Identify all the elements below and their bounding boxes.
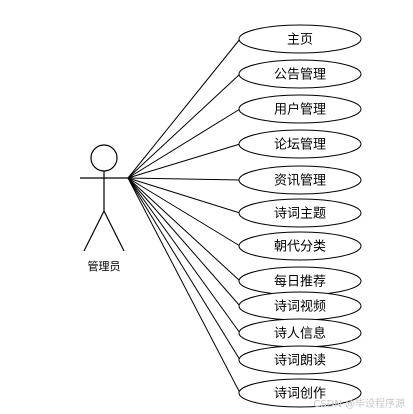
use-case-label: 公告管理 [274,68,326,83]
watermark: CSDN @毕设程序源 [313,397,405,410]
use-case-label: 每日推荐 [274,274,326,290]
use-case: 资讯管理 [238,165,362,195]
association-line [127,177,241,181]
use-case: 主页 [238,24,362,54]
use-case: 论坛管理 [238,129,362,159]
association-line [127,177,241,214]
actor-head [90,144,118,172]
use-case-label: 诗词朗读 [274,354,326,369]
use-case-ellipse [238,24,362,54]
use-case: 诗词主题 [238,198,362,228]
association-line [127,177,241,361]
use-case-ellipse [238,165,362,195]
use-case-label: 论坛管理 [274,138,326,153]
association-line [127,177,241,394]
use-case: 用户管理 [238,94,362,124]
use-case-label: 朝代分类 [274,240,326,255]
use-case: 诗词朗读 [238,345,362,375]
use-case: 公告管理 [238,59,362,89]
use-case-label: 主页 [287,33,313,48]
actor-left-leg [83,210,105,252]
actor-label: 管理员 [88,259,121,273]
use-case-label: 诗人信息 [274,326,326,342]
association-line [127,177,241,247]
association-line [127,38,241,179]
use-case-label: 资讯管理 [274,174,326,189]
use-case-label: 诗词主题 [274,207,326,222]
use-case-ellipse [238,59,362,89]
actor-administrator: 管理员 [80,144,128,273]
use-case: 诗词视频 [238,291,362,321]
use-case-ellipse [238,129,362,159]
association-line [127,108,241,179]
use-case-ellipse [238,231,362,261]
use-case-label: 诗词创作 [274,387,326,402]
association-line [127,177,241,307]
use-case-label: 用户管理 [274,102,326,118]
use-case-ellipse [238,378,362,408]
use-case-list: 主页公告管理用户管理论坛管理资讯管理诗词主题朝代分类每日推荐诗词视频诗人信息诗词… [238,24,362,408]
use-case-label: 诗词视频 [274,300,326,315]
actor-right-leg [103,210,125,252]
use-case-ellipse [238,345,362,375]
use-case: 朝代分类 [238,231,362,261]
use-case-ellipse [238,94,362,124]
use-case: 诗词创作 [238,378,362,408]
association-line [127,143,241,179]
use-case-ellipse [238,198,362,228]
use-case: 每日推荐 [238,266,362,296]
association-line [127,73,241,179]
association-lines [127,38,241,394]
association-line [127,177,241,334]
association-line [127,177,241,282]
use-case: 诗人信息 [238,318,362,348]
